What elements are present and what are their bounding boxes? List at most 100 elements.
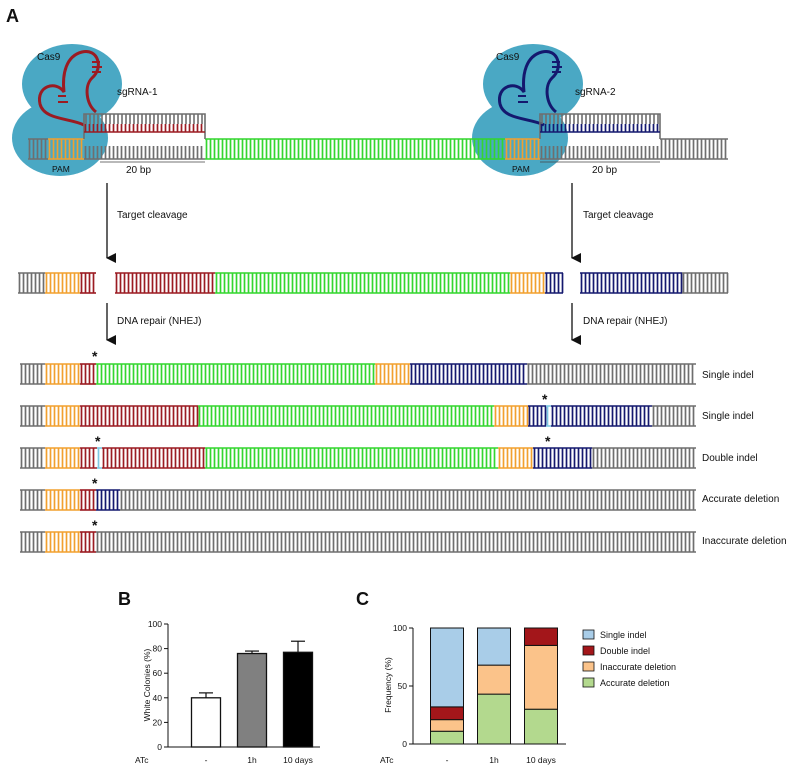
dna-outcome-3-seg-7 [498, 447, 533, 469]
dna-outcome-3-seg-5 [102, 447, 205, 469]
chart-c-bar-1-series-1 [477, 664, 511, 695]
dna-top-target1-lower [84, 146, 205, 160]
chart-c-bar-2-series-1 [524, 644, 558, 710]
dna-cleaved-seg-7 [545, 272, 564, 294]
panel-b-letter: B [118, 589, 131, 609]
chart-c-bar-2-series-2 [524, 627, 558, 646]
cas9-left-label: Cas9 [37, 52, 61, 63]
chart-frequency: 0 50 100 - 1h 10 days [393, 623, 566, 765]
dna-outcome-5-seg-3 [80, 531, 96, 553]
bp-left-label: 20 bp [126, 165, 151, 176]
chart-c-bar-0-series-1 [430, 719, 464, 732]
dna-cleaved-seg-2 [45, 272, 80, 294]
chart-b-ytick-label-0: 0 [157, 742, 162, 752]
dna-outcome-3-seg-4 [97, 447, 102, 469]
sgrna-2-stem-rungs [518, 61, 562, 103]
dna-outcome-1-seg-4 [96, 363, 375, 385]
chart-b-ytick-label-1: 20 [153, 717, 163, 727]
chart-b-ylabel: White Colonies (%) [142, 648, 152, 721]
dna-outcome-4-seg-2 [45, 489, 80, 511]
chart-b-ytick-label-5: 100 [148, 619, 162, 629]
legend-swatch-3 [582, 677, 595, 688]
dna-outcome-4-seg-5 [120, 489, 696, 511]
chart-c-xtick-label-0: - [446, 755, 449, 765]
chart-b-bar-1 [236, 652, 268, 748]
chart-c-ytick-label-1: 50 [398, 681, 408, 691]
cas9-right: Cas9 sgRNA-2 [472, 44, 616, 176]
dna-outcome-4 [20, 489, 696, 511]
indel-star-3a: * [95, 433, 101, 449]
indel-star-2: * [542, 391, 548, 407]
cas9-right-lobe-bottom [472, 100, 568, 176]
chart-c-bar-0-series-3 [430, 627, 464, 708]
chart-c-ytick-label-2: 100 [393, 623, 407, 633]
chart-c-bar-1-series-3 [477, 627, 511, 666]
dna-outcome-3-seg-8 [533, 447, 592, 469]
step-repair-left: DNA repair (NHEJ) [117, 316, 201, 327]
dna-outcome-3 [20, 447, 696, 469]
dna-outcome-3-seg-2 [45, 447, 80, 469]
dna-outcome-4-seg-4 [96, 489, 120, 511]
legend-swatch-0 [582, 629, 595, 640]
chart-b-ytick-label-2: 40 [153, 693, 163, 703]
dna-cleaved-seg-1 [18, 272, 45, 294]
outcome-label-5: Inaccurate deletion [702, 536, 787, 547]
dna-outcome-4-seg-1 [20, 489, 45, 511]
dna-top-gray-left [28, 138, 48, 160]
dna-outcome-3-seg-3 [80, 447, 97, 469]
sgrna-1-spacer [84, 124, 205, 133]
step-cleavage-right: Target cleavage [583, 210, 654, 221]
dna-outcome-1-seg-7 [527, 363, 696, 385]
indel-star-4: * [92, 475, 98, 491]
dna-cleaved-seg-8 [580, 272, 683, 294]
dna-outcome-1-seg-1 [20, 363, 45, 385]
dna-outcome-3-seg-6 [205, 447, 498, 469]
chart-c-bar-2-series-0 [524, 708, 558, 745]
dna-outcome-2-seg-6 [528, 405, 547, 427]
legend-label-0: Single indel [600, 630, 647, 640]
chart-c-xtick-label-2: 10 days [526, 755, 556, 765]
bp-right-label: 20 bp [592, 165, 617, 176]
dna-cleaved-seg-4 [115, 272, 215, 294]
indel-star-1: * [92, 348, 98, 364]
dna-ladders [18, 272, 729, 553]
top-dna-strands [28, 113, 728, 163]
sgrna-1-hairpin [38, 50, 100, 127]
chart-c-atc-label: ATc [380, 755, 394, 765]
dna-top-gray-right [660, 138, 728, 160]
chart-b-bar-2 [282, 651, 314, 748]
outcome-label-4: Accurate deletion [702, 494, 779, 505]
chart-c-ytick-label-0: 0 [402, 739, 407, 749]
indel-star-5: * [92, 517, 98, 533]
dna-outcome-5-seg-2 [45, 531, 80, 553]
legend-swatch-2 [582, 661, 595, 672]
step-cleavage-left: Target cleavage [117, 210, 188, 221]
dna-outcome-5 [20, 531, 696, 553]
outcome-label-2: Single indel [702, 411, 754, 422]
dna-cleaved-seg-5 [215, 272, 510, 294]
dna-outcome-5-seg-4 [96, 531, 696, 553]
legend-swatch-1 [582, 645, 595, 656]
legend-label-2: Inaccurate deletion [600, 662, 676, 672]
dna-cleaved-seg-3 [80, 272, 96, 294]
step-repair-right: DNA repair (NHEJ) [583, 316, 667, 327]
dna-top-green [205, 138, 505, 160]
dna-outcome-2-seg-4 [198, 405, 494, 427]
chart-c-xtick-label-1: 1h [489, 755, 499, 765]
chart-c-bar-1-series-0 [477, 693, 511, 745]
dna-outcome-5-seg-1 [20, 531, 45, 553]
dna-top-rloop-left [83, 113, 206, 139]
chart-b-bar-0 [190, 697, 222, 748]
dna-outcome-2-seg-3 [80, 405, 199, 427]
dna-outcome-2-seg-7 [546, 405, 551, 427]
chart-c-ylabel: Frequency (%) [383, 657, 393, 713]
pam-left-label: PAM [52, 164, 70, 174]
chart-b-atc-label: ATc [135, 755, 149, 765]
dna-outcome-1-seg-6 [410, 363, 527, 385]
panel-c-letter: C [356, 589, 369, 609]
sgrna-2-hairpin [498, 50, 560, 127]
sgrna-1-label: sgRNA-1 [117, 87, 158, 98]
